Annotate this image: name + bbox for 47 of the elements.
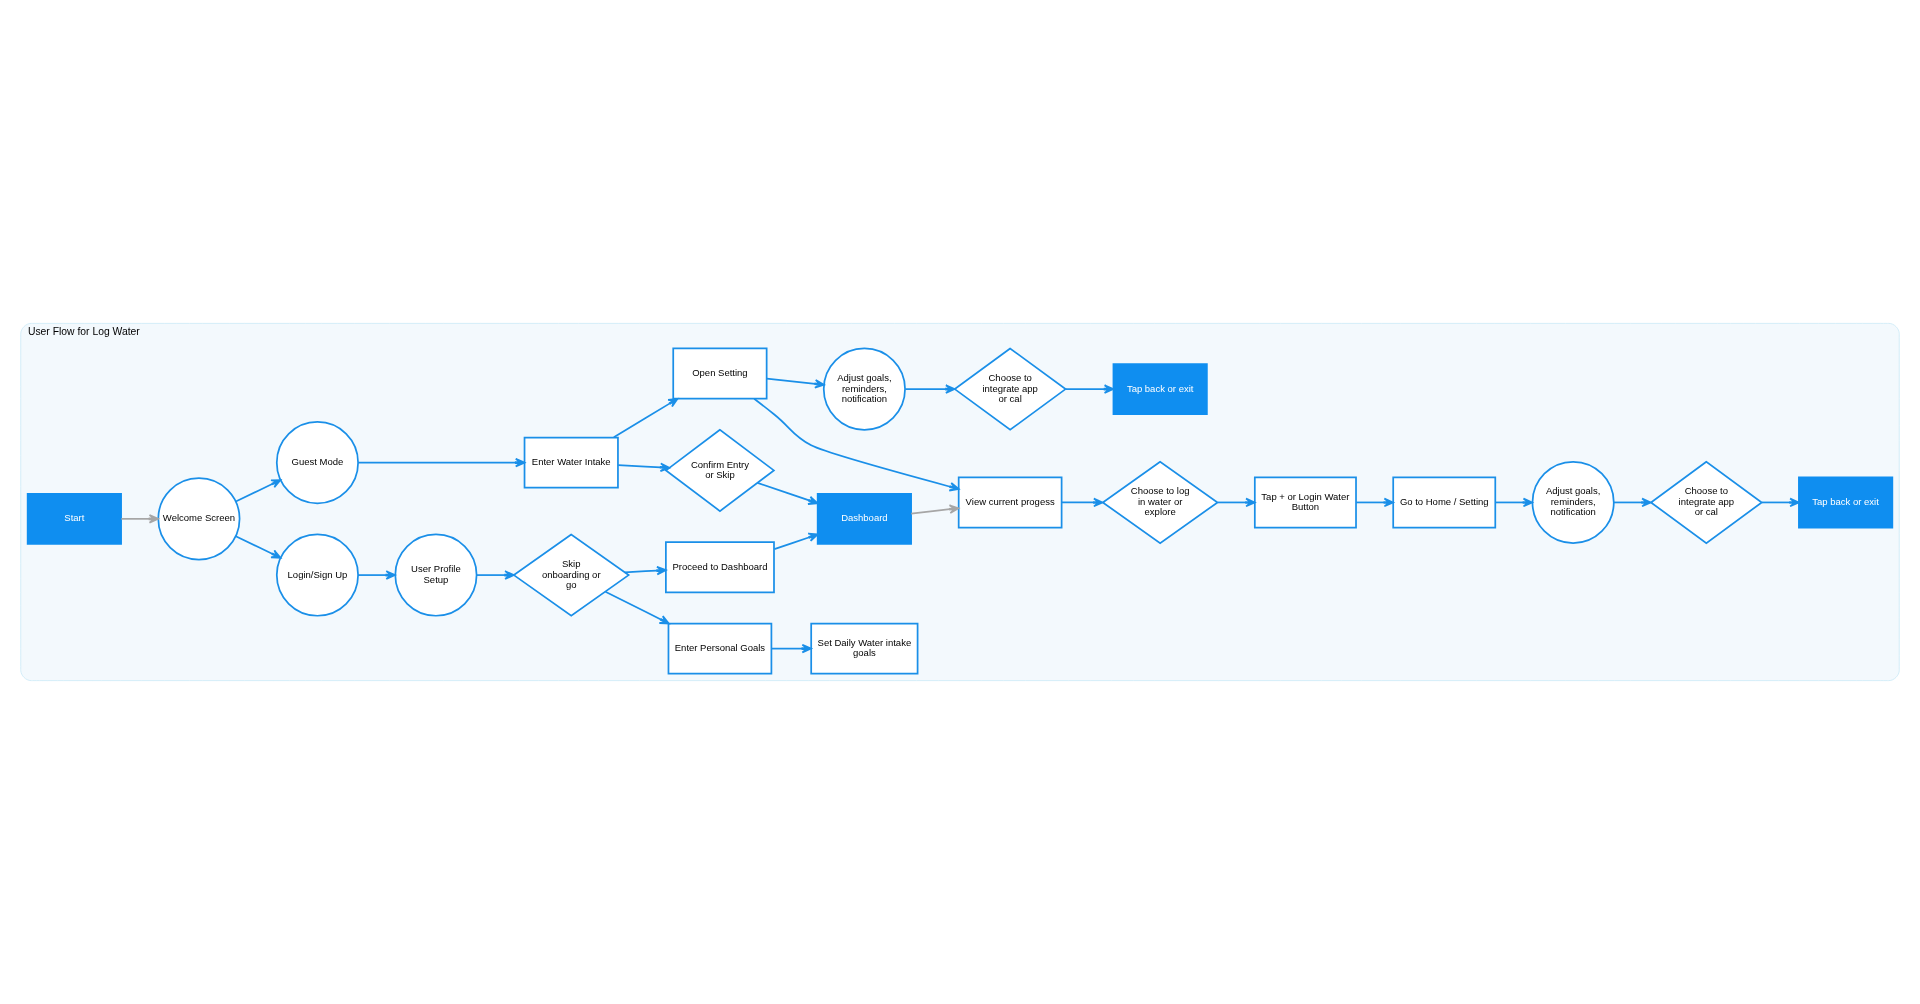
node-diamond: Confirm Entry or Skip [664, 428, 776, 513]
arrow [904, 384, 956, 394]
arrow [476, 570, 515, 580]
node-box: Enter Water Intake [523, 436, 619, 489]
arrow [1216, 497, 1256, 508]
arrow [1761, 497, 1800, 508]
node-circle: Adjust goals, reminders, notification [1531, 460, 1615, 544]
node-box: Tap back or exit [1112, 363, 1208, 416]
arrow [357, 457, 526, 468]
arrow [623, 565, 667, 576]
node-diamond: Choose to log in water or explore [1101, 460, 1220, 545]
arrow [770, 643, 812, 654]
node-circle: Adjust goals, reminders, notification [822, 347, 906, 431]
node-diamond: Choose to integrate app or cal [953, 347, 1067, 431]
arrow [765, 377, 825, 389]
node-circle: Welcome Screen [157, 477, 241, 561]
arrow [1612, 497, 1652, 508]
arrow [617, 462, 671, 473]
arrow [612, 397, 679, 439]
node-circle: User Profile Setup [394, 533, 478, 617]
arrow [120, 514, 160, 524]
node-box: View current progess [957, 476, 1063, 529]
arrow [773, 532, 819, 550]
arrow [910, 504, 960, 515]
arrow [753, 397, 960, 492]
arrow [1494, 497, 1534, 508]
node-box: Tap + or Login Water Button [1253, 476, 1357, 529]
node-box: Go to Home / Setting [1392, 476, 1497, 529]
node-diamond: Skip onboarding or go [512, 533, 631, 617]
node-box: Set Daily Water intake goals [810, 622, 919, 675]
node-box: Start [26, 492, 122, 545]
arrow [357, 570, 396, 580]
node-box: Tap back or exit [1798, 476, 1894, 529]
arrow [756, 482, 819, 505]
arrow [604, 590, 670, 625]
arrow [234, 479, 282, 503]
node-circle: Guest Mode [275, 421, 359, 505]
node-box: Proceed to Dashboard [665, 541, 775, 594]
node-box: Dashboard [816, 492, 912, 545]
node-box: Open Setting [672, 347, 768, 400]
node-circle: Login/Sign Up [275, 533, 359, 617]
node-diamond: Choose to integrate app or cal [1649, 460, 1764, 545]
arrow [1060, 497, 1104, 508]
arrow [1355, 497, 1394, 508]
arrow [1064, 384, 1115, 394]
node-box: Enter Personal Goals [667, 622, 773, 675]
arrow [234, 535, 282, 559]
